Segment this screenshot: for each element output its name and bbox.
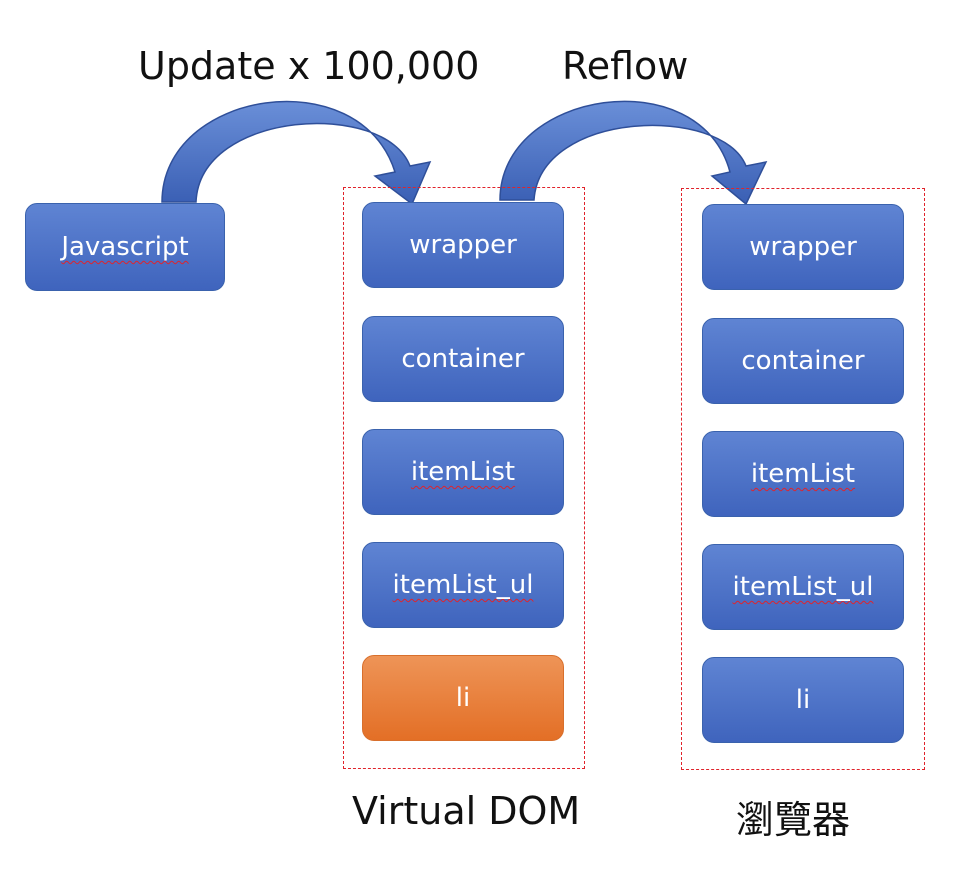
browser-node-li: li xyxy=(702,657,904,743)
vdom-node-wrapper: wrapper xyxy=(362,202,564,288)
vdom-node-label: container xyxy=(401,344,525,374)
browser-node-container: container xyxy=(702,318,904,404)
vdom-node-label: li xyxy=(455,683,471,713)
reflow-label: Reflow xyxy=(562,44,689,88)
virtual-dom-group xyxy=(343,187,585,769)
browser-node-label: wrapper xyxy=(749,232,857,262)
vdom-node-li: li xyxy=(362,655,564,741)
update-arrow xyxy=(161,100,432,206)
browser-caption: 瀏覽器 xyxy=(736,798,851,842)
browser-node-wrapper: wrapper xyxy=(702,204,904,290)
vdom-node-itemlist-ul: itemList_ul xyxy=(362,542,564,628)
update-label: Update x 100,000 xyxy=(138,44,480,88)
javascript-label: Javascript xyxy=(61,232,189,262)
browser-node-label: itemList_ul xyxy=(732,572,874,602)
browser-node-itemlist: itemList xyxy=(702,431,904,517)
reflow-arrow xyxy=(499,100,768,206)
vdom-node-itemlist: itemList xyxy=(362,429,564,515)
browser-group xyxy=(681,188,925,770)
browser-node-label: container xyxy=(741,346,865,376)
browser-node-label: itemList xyxy=(750,459,856,489)
vdom-node-label: itemList xyxy=(410,457,516,487)
vdom-node-label: itemList_ul xyxy=(392,570,534,600)
javascript-node: Javascript xyxy=(25,203,225,291)
vdom-node-label: wrapper xyxy=(409,230,517,260)
vdom-node-container: container xyxy=(362,316,564,402)
browser-node-itemlist-ul: itemList_ul xyxy=(702,544,904,630)
virtual-dom-caption: Virtual DOM xyxy=(352,789,581,833)
browser-node-label: li xyxy=(795,685,811,715)
